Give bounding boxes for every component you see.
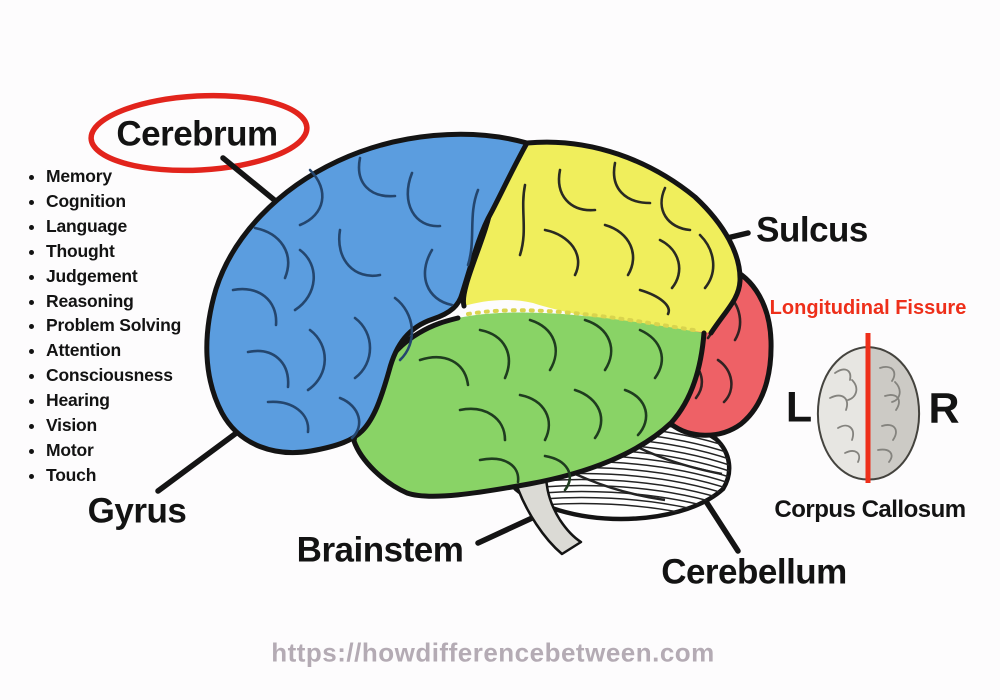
function-item: Consciousness bbox=[46, 363, 181, 388]
function-item: Reasoning bbox=[46, 289, 181, 314]
cerebrum-pointer-line bbox=[220, 155, 281, 206]
sulcus-label: Sulcus bbox=[756, 210, 868, 250]
corpus-callosum-label: Corpus Callosum bbox=[774, 496, 966, 523]
brainstem-label: Brainstem bbox=[296, 530, 464, 570]
right-hemisphere-label: R bbox=[928, 384, 960, 433]
function-item: Judgement bbox=[46, 264, 181, 289]
function-item: Touch bbox=[46, 463, 181, 488]
left-hemisphere-label: L bbox=[785, 383, 813, 432]
function-item: Problem Solving bbox=[46, 313, 181, 338]
temporal-lobe-shape bbox=[351, 308, 707, 499]
function-item: Memory bbox=[46, 164, 181, 189]
function-item: Hearing bbox=[46, 388, 181, 413]
sulcus-dotted-boundary bbox=[466, 308, 702, 333]
cerebrum-highlight-ellipse bbox=[88, 92, 310, 174]
function-item: Motor bbox=[46, 438, 181, 463]
cerebrum-label: Cerebrum bbox=[116, 114, 278, 154]
temporal-gyri-lines bbox=[418, 318, 664, 492]
parietal-lobe-shape bbox=[460, 139, 743, 336]
function-item: Vision bbox=[46, 413, 181, 438]
function-item: Cognition bbox=[46, 189, 181, 214]
small-brain-gyri-lines bbox=[829, 366, 901, 463]
frontal-lobe-shape bbox=[204, 131, 530, 456]
top-view-brain bbox=[817, 333, 920, 483]
cerebellum-label: Cerebellum bbox=[661, 552, 847, 592]
function-item: Thought bbox=[46, 239, 181, 264]
longitudinal-fissure-label: Longitudinal Fissure bbox=[769, 297, 967, 319]
frontal-gyri-lines bbox=[231, 156, 480, 440]
right-hemisphere-shading bbox=[868, 347, 920, 480]
parietal-gyri-lines bbox=[518, 161, 715, 316]
cerebrum-functions-list: Memory Cognition Language Thought Judgem… bbox=[22, 164, 181, 488]
watermark-url: https://howdifferencebetween.com bbox=[271, 637, 715, 668]
function-item: Language bbox=[46, 214, 181, 239]
gyrus-label: Gyrus bbox=[87, 491, 187, 531]
function-item: Attention bbox=[46, 338, 181, 363]
